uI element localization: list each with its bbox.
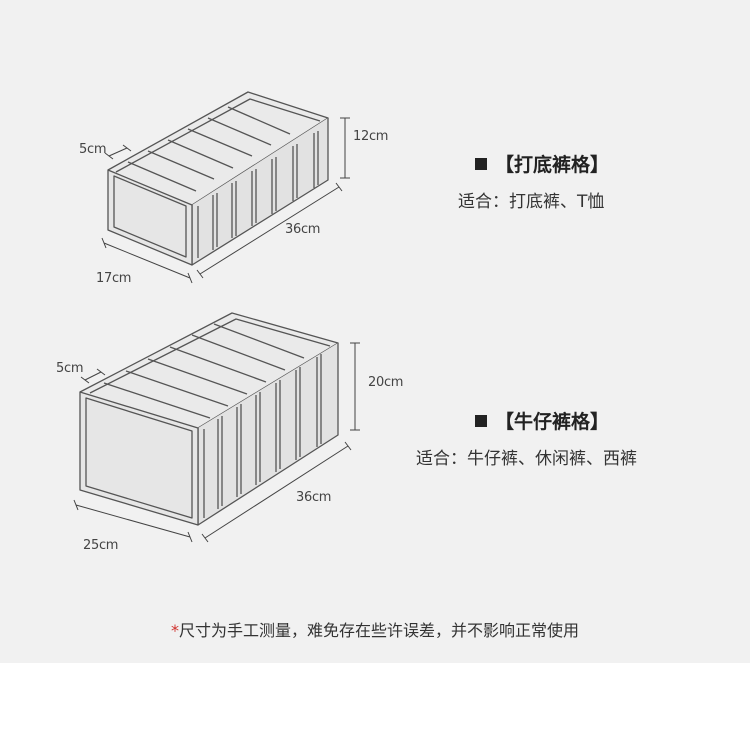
measurement-note: *尺寸为手工测量，难免存在些许误差，并不影响正常使用 xyxy=(0,617,750,641)
product2-subtitle: 适合：牛仔裤、休闲裤、西裤 xyxy=(416,449,637,469)
background-panel xyxy=(0,0,750,663)
dim-width-label: 5cm xyxy=(79,142,107,157)
asterisk: * xyxy=(170,621,179,640)
dim-depth-label: 17cm xyxy=(96,271,132,286)
dim-length-label: 36cm xyxy=(285,222,321,237)
measurement-note-text: 尺寸为手工测量，难免存在些许误差，并不影响正常使用 xyxy=(178,621,579,640)
product1-title: 【打底裤格】 xyxy=(475,150,609,177)
dim-height-label: 12cm xyxy=(353,129,389,144)
dim-width-label: 5cm xyxy=(56,361,84,376)
product1-title-text: 【打底裤格】 xyxy=(495,154,610,176)
dim-height-label: 20cm xyxy=(368,375,404,390)
dim-depth-label: 25cm xyxy=(83,538,119,553)
product1-subtitle: 适合：打底裤、T恤 xyxy=(458,192,605,212)
product2-title: 【牛仔裤格】 xyxy=(475,407,609,434)
product2-title-text: 【牛仔裤格】 xyxy=(495,411,610,433)
square-bullet-icon xyxy=(475,415,487,427)
dim-length-label: 36cm xyxy=(296,490,332,505)
square-bullet-icon xyxy=(475,158,487,170)
